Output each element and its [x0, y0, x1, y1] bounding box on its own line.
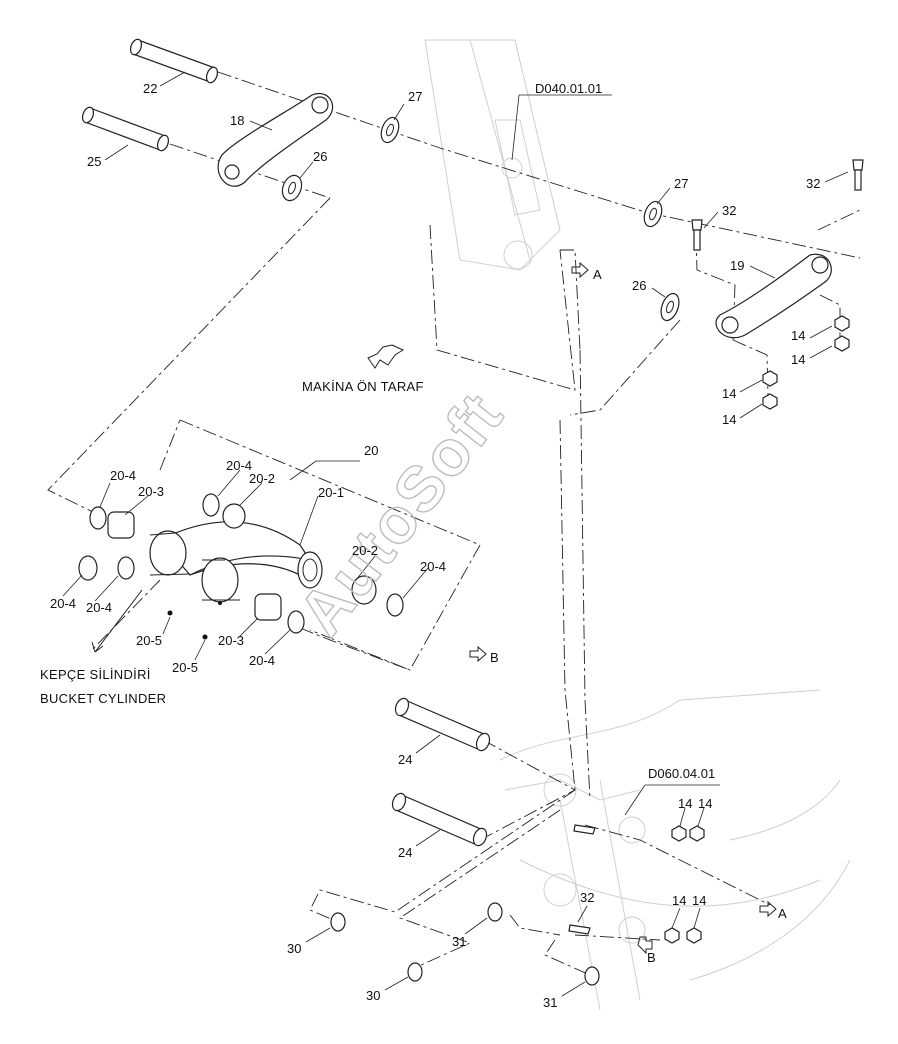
callout-20-2-b: 20-2: [352, 543, 378, 558]
callout-14-a: 14: [791, 328, 805, 343]
link-19: [715, 253, 832, 339]
arrow-label-a-top: A: [593, 267, 602, 282]
direction-arrows: [91, 261, 777, 955]
link-assembly-20: [149, 521, 323, 603]
callout-14-c: 14: [722, 386, 736, 401]
grease-nipples-20-5: [167, 601, 222, 640]
callout-32-top: 32: [806, 176, 820, 191]
callout-20-4-e: 20-4: [86, 600, 112, 615]
bucket-reference-label: D060.04.01: [648, 766, 715, 781]
bucket-outline: [499, 689, 851, 1011]
callout-20-4-b: 20-4: [226, 458, 252, 473]
callout-30-top: 30: [287, 941, 301, 956]
callout-20-3-a: 20-3: [138, 484, 164, 499]
leader-lines: [62, 71, 849, 997]
callout-27-top: 27: [408, 89, 422, 104]
callout-30-bottom: 30: [366, 988, 380, 1003]
callout-18: 18: [230, 113, 244, 128]
callout-27-right: 27: [674, 176, 688, 191]
assembly-lines: [47, 71, 861, 976]
callout-19: 19: [730, 258, 744, 273]
arrow-label-b-mid: B: [490, 650, 499, 665]
bushings-20: [107, 503, 377, 621]
boom-outline: [424, 39, 561, 271]
washers-top: [281, 116, 680, 322]
callout-20-4-a: 20-4: [110, 468, 136, 483]
callout-24-top: 24: [398, 752, 412, 767]
arrow-label-a-bottom: A: [778, 906, 787, 921]
part-callouts: 22 25 18 27 26 27 32 32 19 26 14 14 14 1…: [50, 81, 820, 1010]
callout-31-bottom: 31: [543, 995, 557, 1010]
callout-20-5-b: 20-5: [172, 660, 198, 675]
callout-24-bottom: 24: [398, 845, 412, 860]
pin-24-bottom: [391, 792, 488, 847]
callout-26-top: 26: [313, 149, 327, 164]
callout-14-d: 14: [722, 412, 736, 427]
callout-20-4-d: 20-4: [50, 596, 76, 611]
arrow-label-b-bottom: B: [647, 950, 656, 965]
callout-14-b: 14: [791, 352, 805, 367]
callout-32-bottom: 32: [580, 890, 594, 905]
front-side-note: MAKİNA ÖN TARAF: [302, 379, 424, 394]
callout-20-3-b: 20-3: [218, 633, 244, 648]
callout-14-e: 14: [678, 796, 692, 811]
boom-reference-label: D040.01.01: [535, 81, 602, 96]
pin-24-top: [394, 697, 491, 752]
callout-32-mid: 32: [722, 203, 736, 218]
callout-31-top: 31: [452, 934, 466, 949]
callout-14-g: 14: [672, 893, 686, 908]
callout-20: 20: [364, 443, 378, 458]
bolts-32-top: [691, 159, 864, 251]
pin-22: [129, 38, 219, 84]
callout-20-4-c: 20-4: [420, 559, 446, 574]
bottom-bolts-nuts: [568, 824, 705, 944]
callout-20-5-a: 20-5: [136, 633, 162, 648]
bottom-rings: [330, 902, 600, 986]
link-18: [217, 92, 334, 187]
callout-26-right: 26: [632, 278, 646, 293]
callout-20-2-a: 20-2: [249, 471, 275, 486]
nuts-14-top: [762, 315, 850, 410]
callout-22: 22: [143, 81, 157, 96]
callout-20-1: 20-1: [318, 485, 344, 500]
callout-25: 25: [87, 154, 101, 169]
rings-20-4: [78, 493, 404, 634]
callout-14-f: 14: [698, 796, 712, 811]
pin-25: [81, 106, 170, 152]
callout-14-h: 14: [692, 893, 706, 908]
bucket-cylinder-note-tr: KEPÇE SİLİNDİRİ: [40, 667, 151, 682]
bucket-cylinder-note-en: BUCKET CYLINDER: [40, 691, 166, 706]
callout-20-4-f: 20-4: [249, 653, 275, 668]
